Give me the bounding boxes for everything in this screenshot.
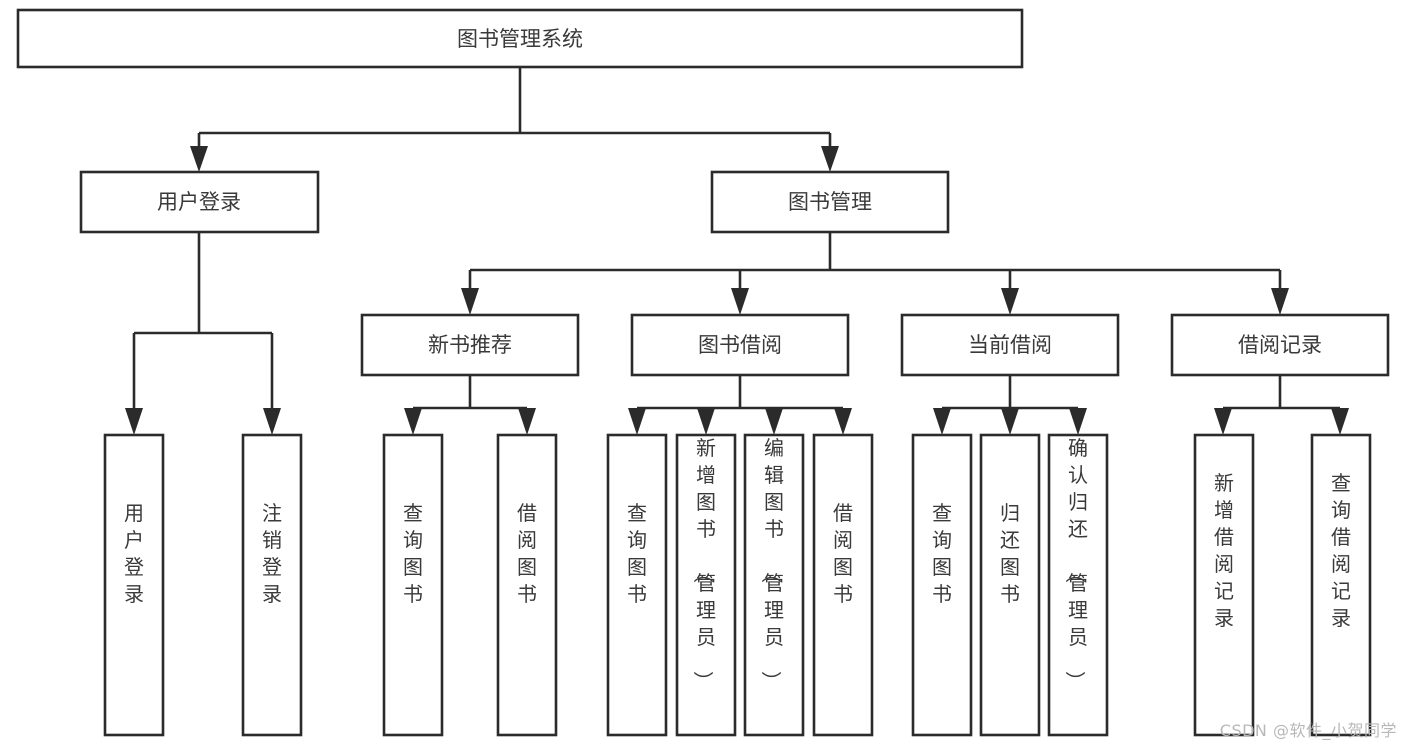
- node-current-borrow-box: [900, 313, 1120, 377]
- node-leaf-query-book-recommend[interactable]: 查询图书: [382, 433, 444, 737]
- node-leaf-query-borrow-record-label: 查询借阅记录: [1331, 471, 1351, 630]
- arrowhead-bookborrow-leaf-2: [697, 408, 715, 435]
- arrowhead-to-new-book: [461, 288, 479, 315]
- node-leaf-logout-label: 注销登录: [262, 501, 282, 606]
- node-leaf-add-book-admin-box: [675, 433, 737, 737]
- node-leaf-edit-book-admin-label: 编辑图书（管理员）: [759, 436, 784, 691]
- node-book-borrow[interactable]: 图书借阅: [630, 313, 850, 377]
- node-leaf-borrow-book-recommend-label: 借阅图书: [517, 501, 537, 606]
- node-user-login-box: [79, 170, 320, 234]
- node-book-borrow-label: 图书借阅: [698, 333, 782, 357]
- node-leaf-query-book-borrow[interactable]: 查询图书: [606, 433, 668, 737]
- arrowhead-bookborrow-leaf-4: [834, 408, 852, 435]
- node-leaf-confirm-return-admin-label: 确认归还（管理员）: [1063, 436, 1088, 691]
- node-leaf-confirm-return-admin[interactable]: 确认归还（管理员）: [1047, 433, 1109, 737]
- node-leaf-add-borrow-record[interactable]: 新增借阅记录: [1193, 433, 1255, 737]
- node-leaf-return-book-label: 归还图书: [1000, 501, 1020, 606]
- node-leaf-user-login-box: [103, 433, 165, 737]
- node-leaf-add-book-admin[interactable]: 新增图书（管理员）: [675, 433, 737, 737]
- arrowhead-to-book-borrow: [731, 288, 749, 315]
- arrowhead-bookborrow-leaf-3: [765, 408, 783, 435]
- arrowhead-to-book-manage: [821, 146, 839, 172]
- node-leaf-add-borrow-record-label: 新增借阅记录: [1214, 471, 1234, 630]
- node-leaf-logout-box: [241, 433, 303, 737]
- node-leaf-borrow-book-label: 借阅图书: [833, 501, 853, 606]
- arrowhead-to-user-login: [190, 146, 208, 172]
- node-borrow-records-box: [1170, 313, 1390, 377]
- node-borrow-records-label: 借阅记录: [1238, 333, 1322, 357]
- node-book-borrow-box: [630, 313, 850, 377]
- node-new-book-recommend[interactable]: 新书推荐: [360, 313, 580, 377]
- node-leaf-query-book-borrow-label: 查询图书: [627, 501, 647, 606]
- node-leaf-query-book-current[interactable]: 查询图书: [911, 433, 973, 737]
- node-leaf-edit-book-admin[interactable]: 编辑图书（管理员）: [743, 433, 805, 737]
- node-current-borrow[interactable]: 当前借阅: [900, 313, 1120, 377]
- node-book-management-box: [710, 170, 950, 234]
- node-leaf-query-book-recommend-box: [382, 433, 444, 737]
- node-new-book-recommend-label: 新书推荐: [428, 333, 512, 357]
- arrowhead-currentborrow-leaf-2: [1001, 408, 1019, 435]
- arrowhead-leaf-logout: [263, 408, 281, 435]
- arrowhead-leaf-user-login: [125, 408, 143, 435]
- node-leaf-user-login-label: 用户登录: [124, 501, 144, 606]
- node-leaf-user-login[interactable]: 用户登录: [103, 433, 165, 737]
- arrowhead-newbook-leaf-1: [404, 408, 422, 435]
- node-leaf-add-book-admin-label: 新增图书（管理员）: [691, 436, 716, 691]
- node-leaf-query-borrow-record[interactable]: 查询借阅记录: [1310, 433, 1372, 737]
- arrowhead-currentborrow-leaf-3: [1069, 408, 1087, 435]
- node-leaf-logout[interactable]: 注销登录: [241, 433, 303, 737]
- arrowhead-borrowrecords-leaf-1: [1214, 408, 1232, 435]
- arrowhead-newbook-leaf-2: [518, 408, 536, 435]
- node-leaf-add-borrow-record-box: [1193, 433, 1255, 737]
- node-root-book-management-system[interactable]: 图书管理系统: [16, 8, 1024, 69]
- node-leaf-query-book-recommend-label: 查询图书: [403, 501, 423, 606]
- node-leaf-query-book-borrow-box: [606, 433, 668, 737]
- arrowhead-to-borrow-records: [1271, 288, 1289, 315]
- node-leaf-return-book-box: [979, 433, 1041, 737]
- node-leaf-query-book-current-box: [911, 433, 973, 737]
- connector-layer: [125, 67, 1349, 435]
- node-root-box: [16, 8, 1024, 69]
- node-user-login-label: 用户登录: [157, 190, 241, 214]
- node-leaf-borrow-book-recommend[interactable]: 借阅图书: [496, 433, 558, 737]
- arrowhead-to-current-borrow: [1001, 288, 1019, 315]
- node-user-login[interactable]: 用户登录: [79, 170, 320, 234]
- arrowhead-currentborrow-leaf-1: [933, 408, 951, 435]
- node-root-label: 图书管理系统: [457, 27, 583, 51]
- node-leaf-edit-book-admin-box: [743, 433, 805, 737]
- node-new-book-recommend-box: [360, 313, 580, 377]
- arrowhead-bookborrow-leaf-1: [628, 408, 646, 435]
- node-leaf-borrow-book[interactable]: 借阅图书: [812, 433, 874, 737]
- node-leaf-query-book-current-label: 查询图书: [932, 501, 952, 606]
- node-leaf-borrow-book-recommend-box: [496, 433, 558, 737]
- node-current-borrow-label: 当前借阅: [968, 333, 1052, 357]
- node-leaf-borrow-book-box: [812, 433, 874, 737]
- node-leaf-query-borrow-record-box: [1310, 433, 1372, 737]
- node-leaf-return-book[interactable]: 归还图书: [979, 433, 1041, 737]
- arrowhead-borrowrecords-leaf-2: [1331, 408, 1349, 435]
- node-borrow-records[interactable]: 借阅记录: [1170, 313, 1390, 377]
- node-book-management-label: 图书管理: [788, 190, 872, 214]
- node-leaf-confirm-return-admin-box: [1047, 433, 1109, 737]
- node-book-management[interactable]: 图书管理: [710, 170, 950, 234]
